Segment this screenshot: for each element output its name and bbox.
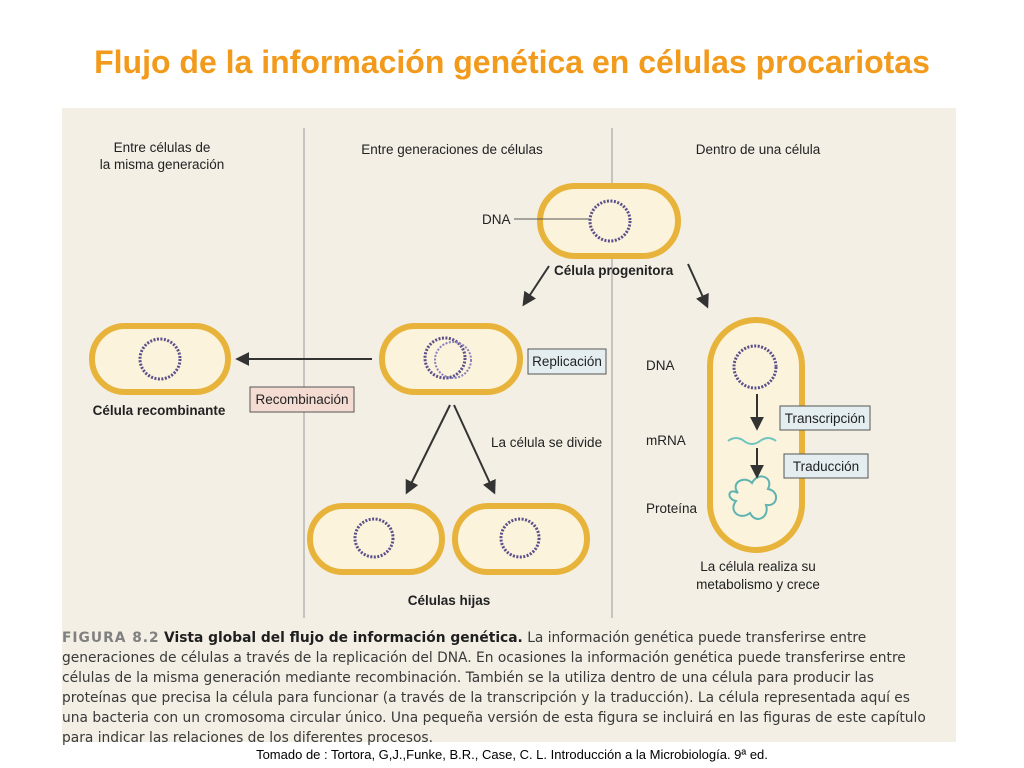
arrow-divide-right — [453, 404, 496, 495]
column-header-right: Dentro de una célula — [696, 142, 821, 157]
daughter-cell-right — [452, 503, 590, 575]
daughter-cell-left — [307, 503, 445, 575]
cell-divides-label: La célula se divide — [491, 435, 602, 450]
figure-heading: Vista global del flujo de información ge… — [164, 630, 523, 646]
replicating-dna-circle-b — [434, 341, 472, 379]
figure-caption: FIGURA 8.2 Vista global del flujo de inf… — [62, 628, 932, 748]
protein-label: Proteína — [646, 501, 698, 516]
protein-shape — [728, 475, 777, 520]
replication-label: Replicación — [532, 354, 602, 369]
metabolism-label-line2: metabolismo y crece — [696, 577, 820, 592]
figure-number: FIGURA 8.2 — [62, 630, 160, 646]
column-header-left-line2: la misma generación — [100, 157, 225, 172]
arrow-divide-left — [405, 404, 451, 495]
recombination-box: Recombinación — [249, 386, 355, 413]
dna-top-label: DNA — [482, 212, 511, 227]
recombinant-cell-label: Célula recombinante — [93, 403, 226, 418]
genetic-flow-figure: Entre células de la misma generación Ent… — [62, 108, 956, 746]
arrow-parent-to-replication — [522, 265, 550, 307]
figure-caption-body: La información genética puede transferir… — [62, 630, 926, 746]
dna-right-label: DNA — [646, 358, 675, 373]
recombinant-dna-circle — [138, 337, 182, 381]
recombination-label: Recombinación — [255, 392, 348, 407]
column-header-middle: Entre generaciones de células — [361, 142, 543, 157]
column-header-left-line1: Entre células de — [114, 140, 211, 155]
daughter-right-dna-circle — [499, 517, 541, 559]
recombinant-cell — [89, 323, 231, 395]
replicating-cell — [379, 323, 523, 395]
parent-cell-label: Célula progenitora — [554, 263, 674, 278]
replication-box: Replicación — [527, 348, 607, 375]
mrna-label: mRNA — [646, 433, 686, 448]
expressing-dna-circle — [732, 344, 778, 390]
translation-label: Traducción — [793, 459, 859, 474]
parent-dna-circle — [588, 199, 632, 243]
arrow-parent-to-expression — [687, 263, 709, 309]
translation-box: Traducción — [783, 453, 869, 479]
transcription-box: Transcripción — [779, 405, 871, 431]
parent-cell — [537, 183, 681, 259]
replicating-dna-circle-a — [423, 336, 467, 380]
daughter-cells-label: Células hijas — [408, 593, 491, 608]
mrna-strand — [727, 437, 777, 445]
expressing-cell — [707, 317, 805, 553]
transcription-label: Transcripción — [785, 411, 866, 426]
metabolism-label-line1: La célula realiza su — [700, 559, 816, 574]
slide-title: Flujo de la información genética en célu… — [94, 44, 930, 80]
figure-diagram: Entre células de la misma generación Ent… — [89, 128, 871, 618]
daughter-left-dna-circle — [353, 517, 395, 559]
source-credit: Tomado de : Tortora, G,J.,Funke, B.R., C… — [256, 747, 768, 762]
